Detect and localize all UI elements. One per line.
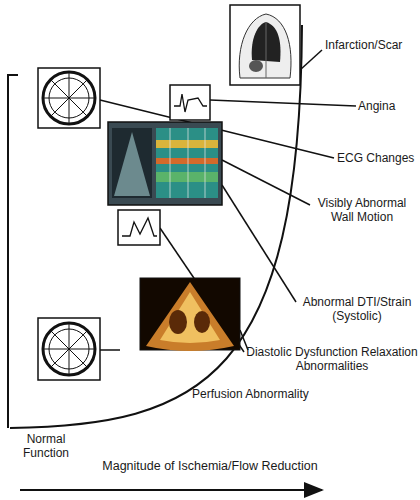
heart-slice-image [230,5,300,85]
stage-label: Infarction/Scar [325,38,420,52]
echo-image [140,278,240,351]
normal-circle [38,318,100,380]
stage-label: Diastolic Dysfunction Relaxation Abnorma… [246,345,418,373]
y-axis [8,75,18,428]
stage-label: Abnormal DTI/Strain (Systolic) [298,295,416,323]
stage-label: Normal Function [6,432,86,460]
stage-label: Angina [358,99,418,113]
waveform-image [118,210,160,245]
ecg-trace-image [170,85,210,120]
stage-label: Perfusion Abnormality [192,387,352,401]
strain-image [108,122,222,205]
stage-label: Visibly Abnormal Wall Motion [312,196,412,224]
stage-label: ECG Changes [337,151,420,165]
axis-label: Magnitude of Ischemia/Flow Reduction [60,459,360,473]
wall-motion-circle [38,68,100,128]
axis-arrow [20,489,322,491]
